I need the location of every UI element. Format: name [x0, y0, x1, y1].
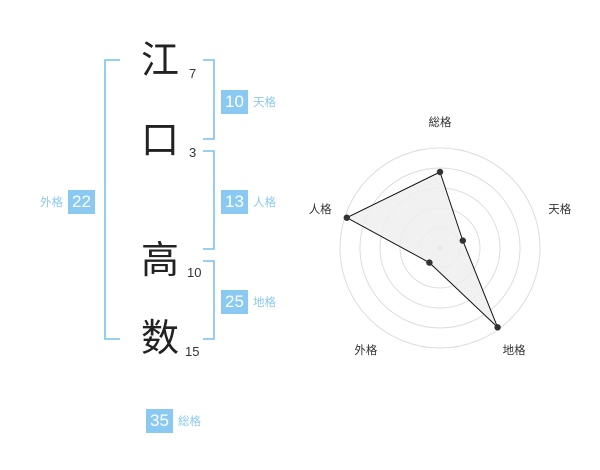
gaikaku-value: 22: [68, 190, 95, 214]
tenkaku-bracket: [203, 59, 215, 140]
name-char-4: 数: [140, 316, 179, 360]
soukaku-value: 35: [146, 409, 173, 433]
chikaku-bracket: [203, 260, 215, 340]
radar-point-1: [459, 237, 466, 244]
radar-axis-label-2: 地格: [503, 343, 526, 357]
soukaku-label: 総格: [178, 414, 201, 428]
radar-ring: [339, 147, 541, 349]
radar-polygon: [345, 171, 499, 328]
gaikaku-badge: 外格 22: [40, 190, 95, 214]
stroke-count-4: 15: [185, 344, 200, 359]
radar-point-3: [426, 259, 433, 266]
stroke-count-3: 10: [187, 265, 202, 280]
jinkaku-label: 人格: [253, 195, 276, 209]
chikaku-label: 地格: [253, 295, 276, 309]
soukaku-badge: 35 総格: [146, 409, 201, 433]
radar-axis-label-0: 総格: [429, 115, 452, 129]
stroke-count-2: 3: [189, 145, 197, 160]
gaikaku-label: 外格: [40, 195, 63, 209]
radar-point-4: [343, 214, 350, 221]
name-char-3: 高: [140, 238, 179, 282]
tenkaku-value: 10: [221, 90, 248, 114]
radar-axis-label-1: 天格: [548, 202, 571, 216]
jinkaku-bracket: [203, 150, 215, 250]
stroke-count-1: 7: [189, 66, 197, 81]
radar-ring: [359, 167, 521, 329]
name-char-2: 口: [140, 118, 179, 162]
radar-axis-label-3: 外格: [354, 343, 377, 357]
name-char-1: 江: [140, 38, 179, 82]
gaikaku-bracket: [104, 59, 120, 340]
tenkaku-badge: 10 天格: [221, 90, 276, 114]
jinkaku-badge: 13 人格: [221, 190, 276, 214]
chikaku-value: 25: [221, 290, 248, 314]
tenkaku-label: 天格: [253, 95, 276, 109]
jinkaku-value: 13: [221, 190, 248, 214]
radar-axis-label-4: 人格: [309, 202, 332, 216]
radar-point-2: [494, 324, 501, 331]
chikaku-badge: 25 地格: [221, 290, 276, 314]
radar-point-0: [436, 168, 444, 176]
